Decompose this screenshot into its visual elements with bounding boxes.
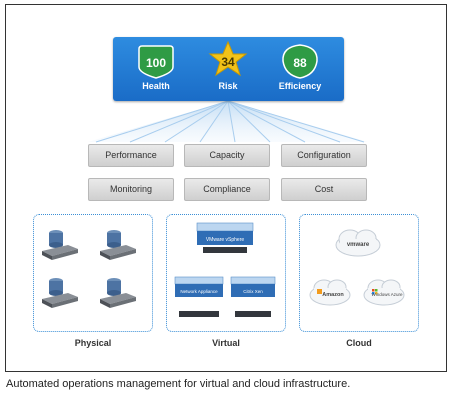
citrix-block-label: Citrix Xen bbox=[243, 289, 263, 294]
category-compliance: Compliance bbox=[184, 178, 270, 201]
virtual-label: Virtual bbox=[212, 338, 240, 348]
citrix-block-icon: Citrix Xen bbox=[230, 276, 276, 317]
efficiency-value: 88 bbox=[293, 56, 307, 70]
efficiency-badge: 88 Efficiency bbox=[265, 37, 335, 101]
efficiency-shield-icon: 88 bbox=[282, 44, 318, 79]
health-label: Health bbox=[142, 81, 170, 91]
vmware-cloud-label: vmware bbox=[347, 242, 370, 248]
cloud-box: vmware Amazon Windows Azure bbox=[299, 214, 419, 332]
efficiency-label: Efficiency bbox=[278, 81, 322, 91]
azure-cloud-icon: Windows Azure bbox=[363, 279, 405, 306]
amazon-cloud-label: Amazon bbox=[322, 292, 344, 298]
vmware-cloud-icon: vmware bbox=[335, 229, 381, 257]
score-badge-panel: 100 Health 34 Risk 88 Efficiency bbox=[113, 37, 344, 101]
server-db-icon bbox=[42, 278, 78, 308]
risk-star-icon: 34 bbox=[208, 40, 248, 77]
risk-label: Risk bbox=[218, 81, 238, 91]
figure-caption: Automated operations management for virt… bbox=[6, 378, 351, 390]
category-cost: Cost bbox=[281, 178, 367, 201]
physical-servers-illustration bbox=[42, 230, 136, 308]
amazon-cloud-icon: Amazon bbox=[309, 279, 351, 306]
physical-box bbox=[33, 214, 153, 332]
network-block-icon: Network Appliance bbox=[174, 276, 224, 317]
health-value: 100 bbox=[146, 56, 166, 70]
azure-cloud-label: Windows Azure bbox=[371, 292, 403, 297]
vm-block-label: VMware vSphere bbox=[206, 237, 245, 243]
physical-label: Physical bbox=[74, 338, 112, 348]
vm-block-icon: VMware vSphere bbox=[196, 222, 254, 253]
category-configuration: Configuration bbox=[281, 144, 367, 167]
network-block-label: Network Appliance bbox=[180, 289, 218, 294]
server-db-icon bbox=[100, 278, 136, 308]
category-capacity: Capacity bbox=[184, 144, 270, 167]
server-db-icon bbox=[100, 230, 136, 260]
virtual-box: VMware vSphere Network Appliance Citrix … bbox=[166, 214, 286, 332]
health-shield-icon: 100 bbox=[138, 45, 174, 79]
category-performance: Performance bbox=[88, 144, 174, 167]
server-db-icon bbox=[42, 230, 78, 260]
cloud-providers-illustration: vmware Amazon Windows Azure bbox=[309, 229, 405, 306]
cloud-label: Cloud bbox=[346, 338, 372, 348]
risk-value: 34 bbox=[221, 55, 235, 69]
category-monitoring: Monitoring bbox=[88, 178, 174, 201]
risk-badge: 34 Risk bbox=[193, 37, 263, 101]
virtual-stack-illustration: VMware vSphere Network Appliance Citrix … bbox=[174, 222, 276, 317]
health-badge: 100 Health bbox=[121, 37, 191, 101]
